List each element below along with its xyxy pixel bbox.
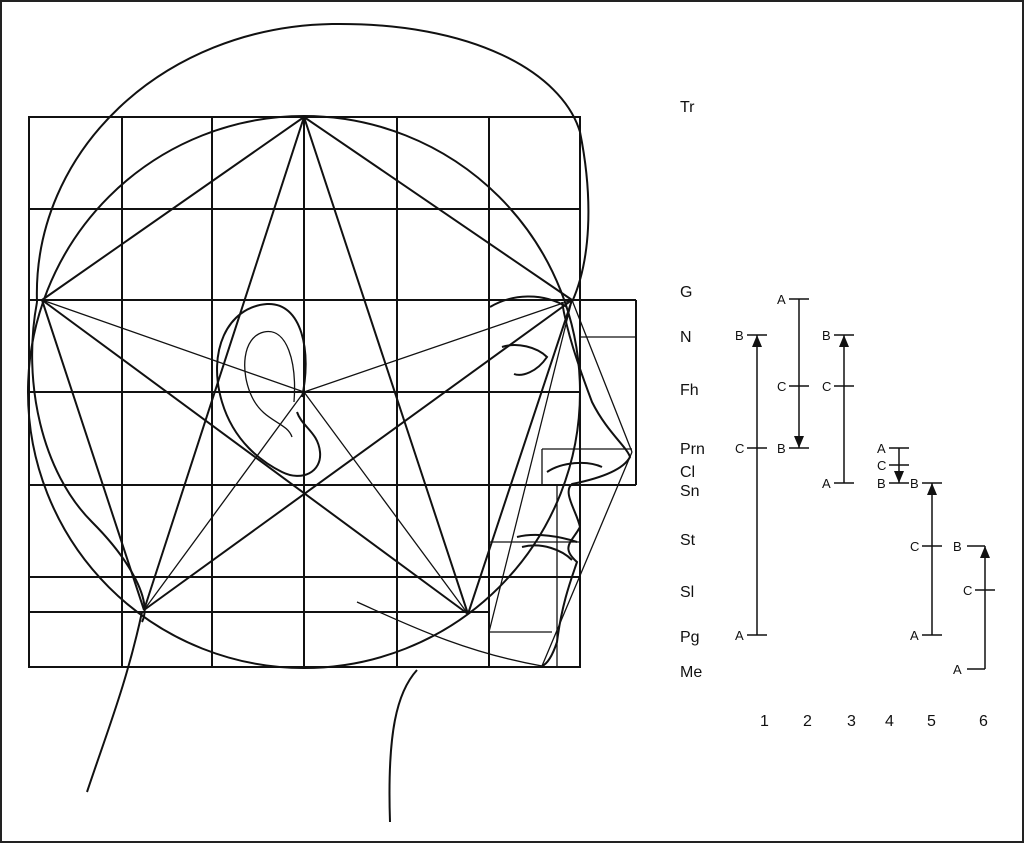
arrow-head-icon [894, 471, 904, 483]
landmark-label: Sl [680, 584, 694, 601]
lips [516, 533, 578, 561]
point-letter: A [877, 441, 886, 456]
face-profile [541, 301, 632, 667]
head-drawing [27, 22, 637, 823]
point-letter: A [777, 292, 786, 307]
point-letter: C [822, 379, 831, 394]
point-letter: A [735, 628, 744, 643]
landmark-label: G [680, 284, 692, 301]
landmark-label: Cl [680, 464, 695, 481]
point-letter: C [877, 458, 886, 473]
landmark-label: Pg [680, 629, 700, 646]
grid [28, 116, 637, 668]
column-number: 1 [760, 713, 769, 730]
point-letter: C [910, 539, 919, 554]
landmark-label: Prn [680, 441, 705, 458]
landmark-label: Me [680, 664, 702, 681]
head-outline [35, 22, 590, 303]
neck-front [388, 669, 418, 823]
ear-inner [244, 330, 296, 438]
landmark-label: Fh [680, 382, 699, 399]
arrow-head-icon [980, 546, 990, 558]
measurement-column-1: B C A 1 [735, 328, 769, 730]
point-letter: B [953, 539, 962, 554]
landmark-label: Sn [680, 483, 700, 500]
column-number: 3 [847, 713, 856, 730]
measurement-column-5: B C A 5 [910, 476, 942, 730]
measurement-column-6: B C A 6 [953, 539, 995, 730]
point-letter: B [735, 328, 744, 343]
arrow-head-icon [752, 335, 762, 347]
landmark-label: St [680, 532, 696, 549]
point-letter: A [822, 476, 831, 491]
point-letter: C [735, 441, 744, 456]
measurement-column-2: A C B 2 [777, 292, 812, 730]
measurement-column-3: B C A 3 [822, 328, 856, 730]
nostril [546, 461, 603, 473]
pentagram-lines [41, 115, 633, 667]
back-of-head [31, 301, 146, 623]
jaw-line [356, 601, 543, 667]
column-number: 5 [927, 713, 936, 730]
point-letter: A [910, 628, 919, 643]
point-letter: A [953, 662, 962, 677]
measurement-column-4: ACB 4 [877, 441, 909, 730]
ear [216, 302, 322, 477]
point-letter: B [910, 476, 919, 491]
landmark-label: N [680, 329, 692, 346]
arrow-head-icon [794, 436, 804, 448]
point-letter: B [877, 476, 886, 491]
arrow-head-icon [927, 483, 937, 495]
landmark-label: Tr [680, 99, 695, 116]
point-letter: B [822, 328, 831, 343]
point-letter: C [963, 583, 972, 598]
column-number: 4 [885, 713, 894, 730]
point-letter: B [777, 441, 786, 456]
column-number: 6 [979, 713, 988, 730]
eyebrow [489, 295, 568, 308]
arrow-head-icon [839, 335, 849, 347]
column-number: 2 [803, 713, 812, 730]
neck-back [86, 611, 143, 793]
eye [501, 344, 549, 376]
point-letter: C [777, 379, 786, 394]
